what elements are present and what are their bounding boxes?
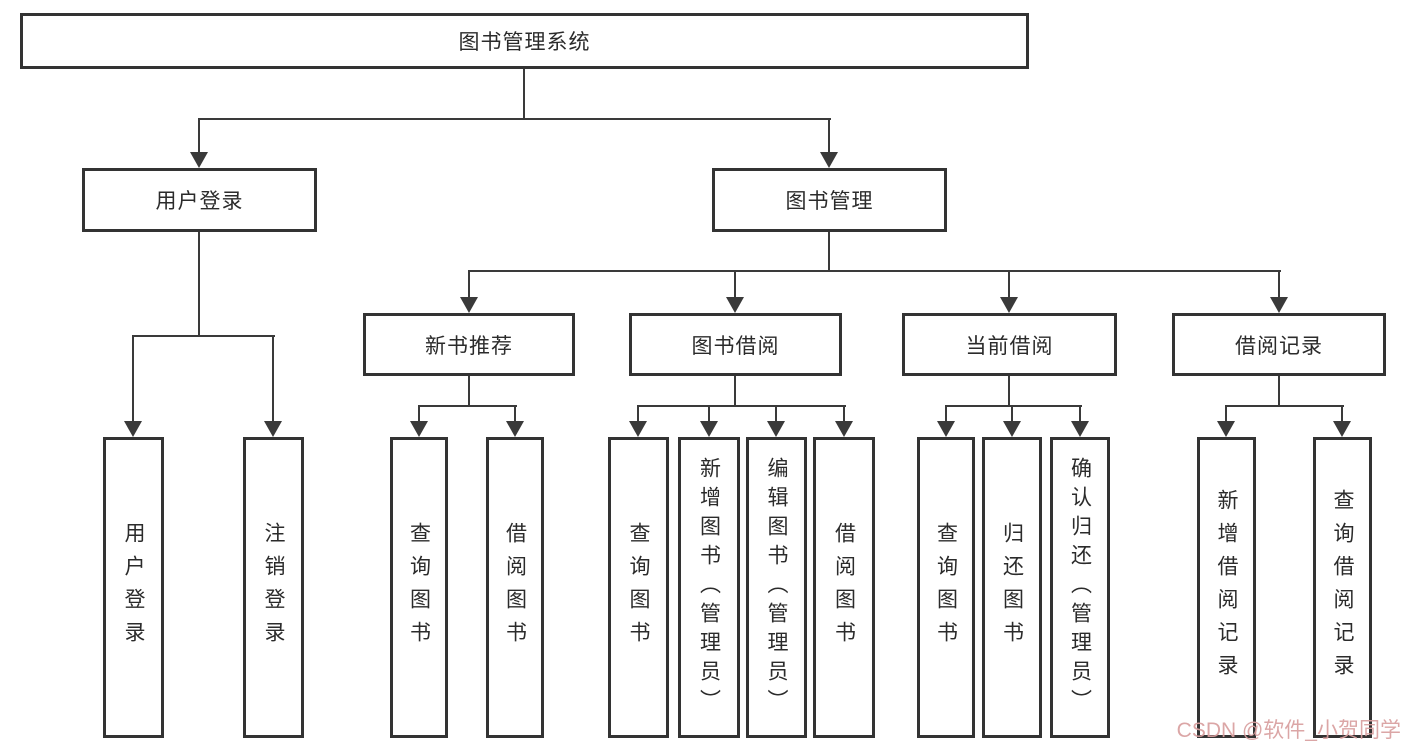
node-label: 图书管理系统 <box>458 31 591 54</box>
arrow-down-icon <box>1270 297 1288 313</box>
connector-line <box>523 69 525 120</box>
connector-line <box>946 405 1082 407</box>
leaf-add-borrow-record: 新增借阅记录 <box>1197 437 1256 738</box>
leaf-borrow-books: 借阅图书 <box>813 437 875 738</box>
arrow-down-icon <box>820 152 838 168</box>
connector-line <box>468 270 470 299</box>
csdn-watermark: CSDN @软件_小贺同学 <box>1176 719 1401 742</box>
leaf-confirm-return-admin: 确认归还（管理员） <box>1050 437 1110 738</box>
node-label: 注销登录 <box>262 521 285 654</box>
arrow-down-icon <box>1003 421 1021 437</box>
node-label: 编辑图书（管理员） <box>765 457 788 718</box>
connector-line <box>734 376 736 407</box>
node-current-borrowing: 当前借阅 <box>902 313 1117 376</box>
connector-line <box>843 405 845 423</box>
connector-line <box>1278 270 1280 299</box>
arrow-down-icon <box>410 421 428 437</box>
node-label: 查询图书 <box>627 521 650 654</box>
arrow-down-icon <box>1217 421 1235 437</box>
node-label: 图书借阅 <box>691 334 780 358</box>
node-label: 借阅记录 <box>1235 334 1323 358</box>
arrow-down-icon <box>506 421 524 437</box>
connector-line <box>1011 405 1013 423</box>
leaf-add-book-admin: 新增图书（管理员） <box>678 437 740 738</box>
connector-line <box>637 405 639 423</box>
connector-line <box>198 232 200 336</box>
connector-line <box>469 270 1281 272</box>
node-label: 查询借阅记录 <box>1331 488 1354 687</box>
connector-line <box>708 405 710 423</box>
leaf-query-books-recommend: 查询图书 <box>390 437 448 738</box>
connector-line <box>828 118 830 154</box>
node-label: 当前借阅 <box>965 334 1054 358</box>
connector-line <box>1226 405 1344 407</box>
node-label: 借阅图书 <box>503 521 527 654</box>
arrow-down-icon <box>1071 421 1089 437</box>
arrow-down-icon <box>460 297 478 313</box>
leaf-borrow-books-recommend: 借阅图书 <box>486 437 544 738</box>
connector-line <box>419 405 517 407</box>
arrow-down-icon <box>190 152 208 168</box>
leaf-return-books: 归还图书 <box>982 437 1042 738</box>
node-label: 借阅图书 <box>832 521 856 654</box>
connector-line <box>132 335 134 423</box>
arrow-down-icon <box>124 421 142 437</box>
connector-line <box>514 405 516 423</box>
leaf-query-books-borrow: 查询图书 <box>608 437 669 738</box>
leaf-query-borrow-record: 查询借阅记录 <box>1313 437 1372 738</box>
node-label: 用户登录 <box>155 190 244 213</box>
node-label: 新书推荐 <box>425 334 513 358</box>
connector-line <box>418 405 420 423</box>
connector-line <box>945 405 947 423</box>
node-label: 查询图书 <box>934 521 958 654</box>
node-label: 用户登录 <box>122 521 145 654</box>
node-book-management: 图书管理 <box>712 168 947 232</box>
arrow-down-icon <box>767 421 785 437</box>
connector-line <box>198 118 200 154</box>
node-label: 图书管理 <box>785 190 874 213</box>
connector-line <box>199 118 831 120</box>
arrow-down-icon <box>264 421 282 437</box>
connector-line <box>1079 405 1081 423</box>
arrow-down-icon <box>937 421 955 437</box>
connector-line <box>734 270 736 299</box>
connector-line <box>638 405 846 407</box>
connector-line <box>1225 405 1227 423</box>
node-label: 新增图书（管理员） <box>697 457 721 718</box>
connector-line <box>1278 376 1280 407</box>
arrow-down-icon <box>700 421 718 437</box>
node-borrowing-records: 借阅记录 <box>1172 313 1386 376</box>
arrow-down-icon <box>1000 297 1018 313</box>
node-library-management-system: 图书管理系统 <box>20 13 1029 69</box>
leaf-query-books-current: 查询图书 <box>917 437 975 738</box>
node-label: 归还图书 <box>1000 521 1024 654</box>
connector-line <box>1008 376 1010 407</box>
connector-line <box>272 335 274 423</box>
node-label: 确认归还（管理员） <box>1068 457 1092 718</box>
connector-line <box>828 232 830 272</box>
leaf-edit-book-admin: 编辑图书（管理员） <box>746 437 807 738</box>
connector-line <box>468 376 470 407</box>
arrow-down-icon <box>835 421 853 437</box>
arrow-down-icon <box>1333 421 1351 437</box>
arrow-down-icon <box>726 297 744 313</box>
connector-line <box>1008 270 1010 299</box>
node-label: 新增借阅记录 <box>1215 488 1238 687</box>
connector-line <box>1341 405 1343 423</box>
node-label: 查询图书 <box>407 521 431 654</box>
arrow-down-icon <box>629 421 647 437</box>
leaf-user-login: 用户登录 <box>103 437 164 738</box>
node-new-book-recommend: 新书推荐 <box>363 313 575 376</box>
node-book-borrowing: 图书借阅 <box>629 313 842 376</box>
node-user-login: 用户登录 <box>82 168 317 232</box>
connector-line <box>775 405 777 423</box>
leaf-logout: 注销登录 <box>243 437 304 738</box>
connector-line <box>133 335 275 337</box>
